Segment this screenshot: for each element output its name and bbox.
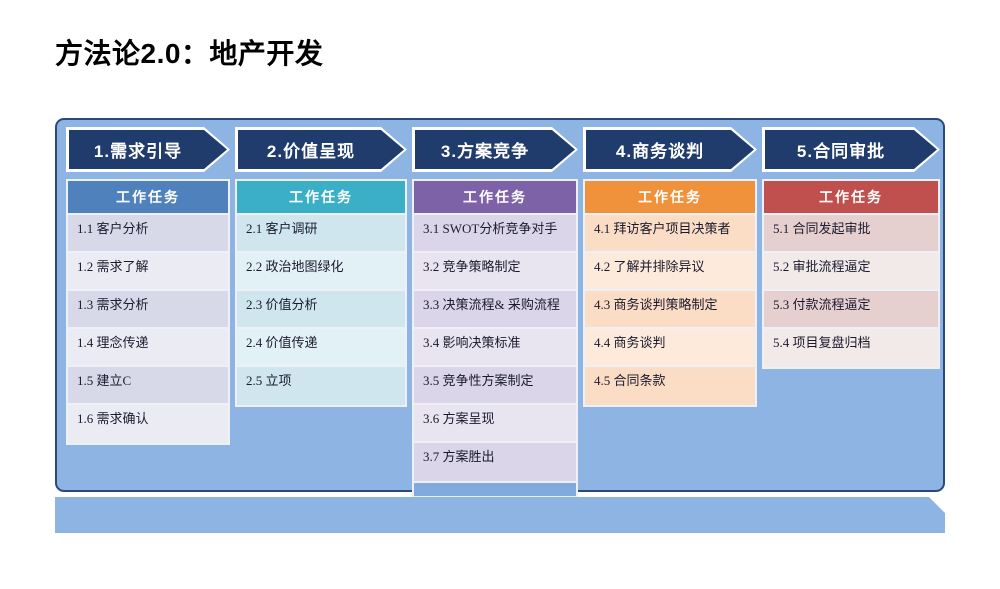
phase-arrow-3: 3.方案竞争 — [412, 127, 578, 172]
task-cell: 5.1 合同发起审批 — [764, 215, 938, 253]
task-cell: 1.2 需求了解 — [68, 253, 228, 291]
task-table-2-header: 工作任务 — [237, 181, 405, 215]
page-title: 方法论2.0：地产开发 — [55, 38, 324, 69]
task-table-3-header: 工作任务 — [414, 181, 576, 215]
task-table-5-header: 工作任务 — [764, 181, 938, 215]
task-cell: 2.4 价值传递 — [237, 329, 405, 367]
phase-column-5: 5.合同审批 工作任务 5.1 合同发起审批 5.2 审批流程逼定 5.3 付款… — [762, 127, 940, 369]
task-cell: 1.4 理念传递 — [68, 329, 228, 367]
process-panel: 1.需求引导 工作任务 1.1 客户分析 1.2 需求了解 1.3 需求分析 1… — [55, 118, 945, 498]
task-table-5: 工作任务 5.1 合同发起审批 5.2 审批流程逼定 5.3 付款流程逼定 5.… — [762, 179, 940, 369]
phase-column-3: 3.方案竞争 工作任务 3.1 SWOT分析竞争对手 3.2 竞争策略制定 3.… — [412, 127, 578, 498]
task-table-4: 工作任务 4.1 拜访客户项目决策者 4.2 了解并排除异议 4.3 商务谈判策… — [583, 179, 757, 407]
task-table-1-rows: 1.1 客户分析 1.2 需求了解 1.3 需求分析 1.4 理念传递 1.5 … — [68, 215, 228, 443]
task-table-2-rows: 2.1 客户调研 2.2 政治地图绿化 2.3 价值分析 2.4 价值传递 2.… — [237, 215, 405, 405]
task-table-5-rows: 5.1 合同发起审批 5.2 审批流程逼定 5.3 付款流程逼定 5.4 项目复… — [764, 215, 938, 367]
task-cell: 1.5 建立C — [68, 367, 228, 405]
task-table-1: 工作任务 1.1 客户分析 1.2 需求了解 1.3 需求分析 1.4 理念传递… — [66, 179, 230, 445]
phase-column-1: 1.需求引导 工作任务 1.1 客户分析 1.2 需求了解 1.3 需求分析 1… — [66, 127, 230, 445]
phase-arrow-2-label: 2.价值呈现 — [238, 130, 404, 169]
task-cell: 2.1 客户调研 — [237, 215, 405, 253]
task-cell: 4.1 拜访客户项目决策者 — [585, 215, 755, 253]
phase-arrow-1: 1.需求引导 — [66, 127, 230, 172]
task-table-3-footer — [414, 481, 576, 496]
task-cell: 4.3 商务谈判策略制定 — [585, 291, 755, 329]
task-cell: 3.3 决策流程& 采购流程 — [414, 291, 576, 329]
task-cell: 4.5 合同条款 — [585, 367, 755, 405]
task-cell: 5.3 付款流程逼定 — [764, 291, 938, 329]
task-table-4-rows: 4.1 拜访客户项目决策者 4.2 了解并排除异议 4.3 商务谈判策略制定 4… — [585, 215, 755, 405]
task-cell: 1.3 需求分析 — [68, 291, 228, 329]
task-cell: 5.2 审批流程逼定 — [764, 253, 938, 291]
task-cell: 3.4 影响决策标准 — [414, 329, 576, 367]
phase-column-2: 2.价值呈现 工作任务 2.1 客户调研 2.2 政治地图绿化 2.3 价值分析… — [235, 127, 407, 407]
phase-arrow-1-label: 1.需求引导 — [69, 130, 227, 169]
task-cell: 3.5 竞争性方案制定 — [414, 367, 576, 405]
task-table-3-rows: 3.1 SWOT分析竞争对手 3.2 竞争策略制定 3.3 决策流程& 采购流程… — [414, 215, 576, 481]
phase-arrow-3-label: 3.方案竞争 — [415, 130, 575, 169]
task-cell: 4.2 了解并排除异议 — [585, 253, 755, 291]
task-table-1-header: 工作任务 — [68, 181, 228, 215]
task-cell: 2.5 立项 — [237, 367, 405, 405]
task-cell: 5.4 项目复盘归档 — [764, 329, 938, 367]
task-cell: 1.6 需求确认 — [68, 405, 228, 443]
phase-arrow-5-label: 5.合同审批 — [765, 130, 937, 169]
task-table-2: 工作任务 2.1 客户调研 2.2 政治地图绿化 2.3 价值分析 2.4 价值… — [235, 179, 407, 407]
phase-column-4: 4.商务谈判 工作任务 4.1 拜访客户项目决策者 4.2 了解并排除异议 4.… — [583, 127, 757, 407]
task-cell: 3.1 SWOT分析竞争对手 — [414, 215, 576, 253]
phase-arrow-4-label: 4.商务谈判 — [586, 130, 754, 169]
bottom-bar — [55, 497, 945, 533]
task-table-3: 工作任务 3.1 SWOT分析竞争对手 3.2 竞争策略制定 3.3 决策流程&… — [412, 179, 578, 498]
phase-columns: 1.需求引导 工作任务 1.1 客户分析 1.2 需求了解 1.3 需求分析 1… — [66, 127, 940, 498]
task-cell: 2.3 价值分析 — [237, 291, 405, 329]
task-cell: 3.7 方案胜出 — [414, 443, 576, 481]
task-cell: 3.6 方案呈现 — [414, 405, 576, 443]
task-cell: 2.2 政治地图绿化 — [237, 253, 405, 291]
phase-arrow-5: 5.合同审批 — [762, 127, 940, 172]
task-table-4-header: 工作任务 — [585, 181, 755, 215]
task-cell: 1.1 客户分析 — [68, 215, 228, 253]
task-cell: 4.4 商务谈判 — [585, 329, 755, 367]
task-cell: 3.2 竞争策略制定 — [414, 253, 576, 291]
phase-arrow-4: 4.商务谈判 — [583, 127, 757, 172]
phase-arrow-2: 2.价值呈现 — [235, 127, 407, 172]
